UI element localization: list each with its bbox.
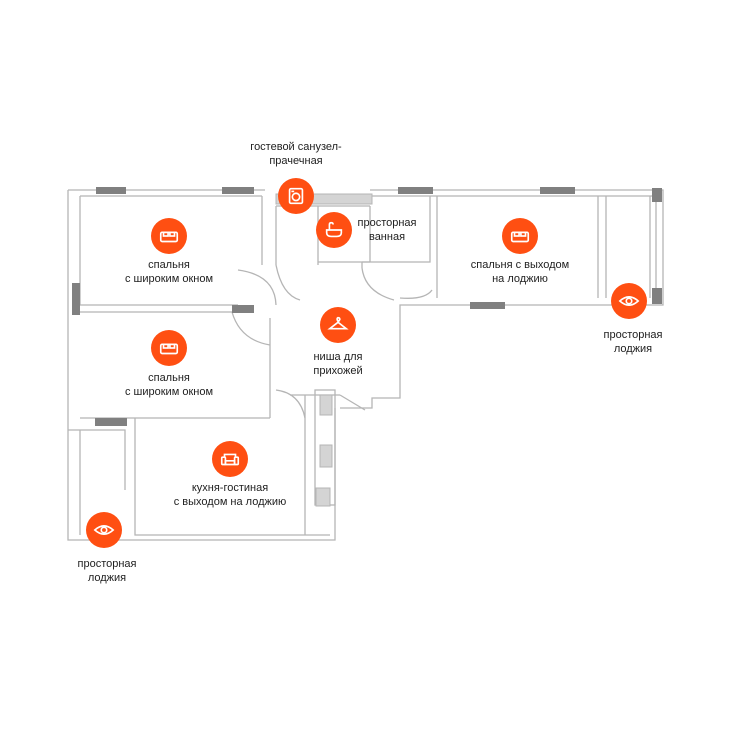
door-arc: [275, 264, 301, 301]
window: [232, 305, 254, 313]
window: [222, 187, 254, 194]
door-arc: [339, 394, 366, 411]
guest-wc-marker: [278, 178, 314, 214]
wall-bedroom-1: [80, 304, 238, 313]
loggia-left-marker: [86, 512, 122, 548]
window: [652, 288, 662, 304]
bedroom-3-marker: [502, 218, 538, 254]
bed-icon: [510, 231, 530, 243]
washing-machine-icon: [288, 187, 304, 205]
eye-icon: [618, 296, 640, 306]
door-arc: [231, 311, 271, 346]
door-arc: [399, 289, 433, 299]
bathroom-marker: [316, 212, 352, 248]
wall-bedroom-3: [436, 196, 599, 298]
window: [95, 418, 127, 426]
counter-fixture: [319, 444, 333, 468]
wall-right-loggia: [605, 196, 651, 298]
eye-icon: [93, 525, 115, 535]
bath-fixture: [275, 193, 373, 205]
wall-left-loggia: [68, 429, 126, 535]
window: [652, 188, 662, 202]
bed-icon: [159, 231, 179, 243]
window: [398, 187, 433, 194]
bed-icon: [159, 343, 179, 355]
hall-marker: [320, 307, 356, 343]
wall-bath: [362, 196, 431, 263]
wall-hall: [269, 318, 340, 535]
door-arc: [361, 267, 395, 301]
bathtub-icon: [325, 221, 343, 238]
window: [96, 187, 126, 194]
guest-wc-label: гостевой санузел-прачечная: [250, 141, 342, 167]
window: [72, 283, 80, 315]
door-arc: [237, 269, 277, 306]
sofa-icon: [220, 453, 240, 466]
counter-fixture: [319, 394, 333, 416]
loggia-right-marker: [611, 283, 647, 319]
counter-fixture: [315, 487, 331, 507]
kitchen-marker: [212, 441, 248, 477]
door-arc: [275, 389, 306, 419]
bedroom-2-marker: [151, 330, 187, 366]
hanger-icon: [327, 316, 349, 330]
bedroom-1-marker: [151, 218, 187, 254]
window: [540, 187, 575, 194]
window: [470, 302, 505, 309]
